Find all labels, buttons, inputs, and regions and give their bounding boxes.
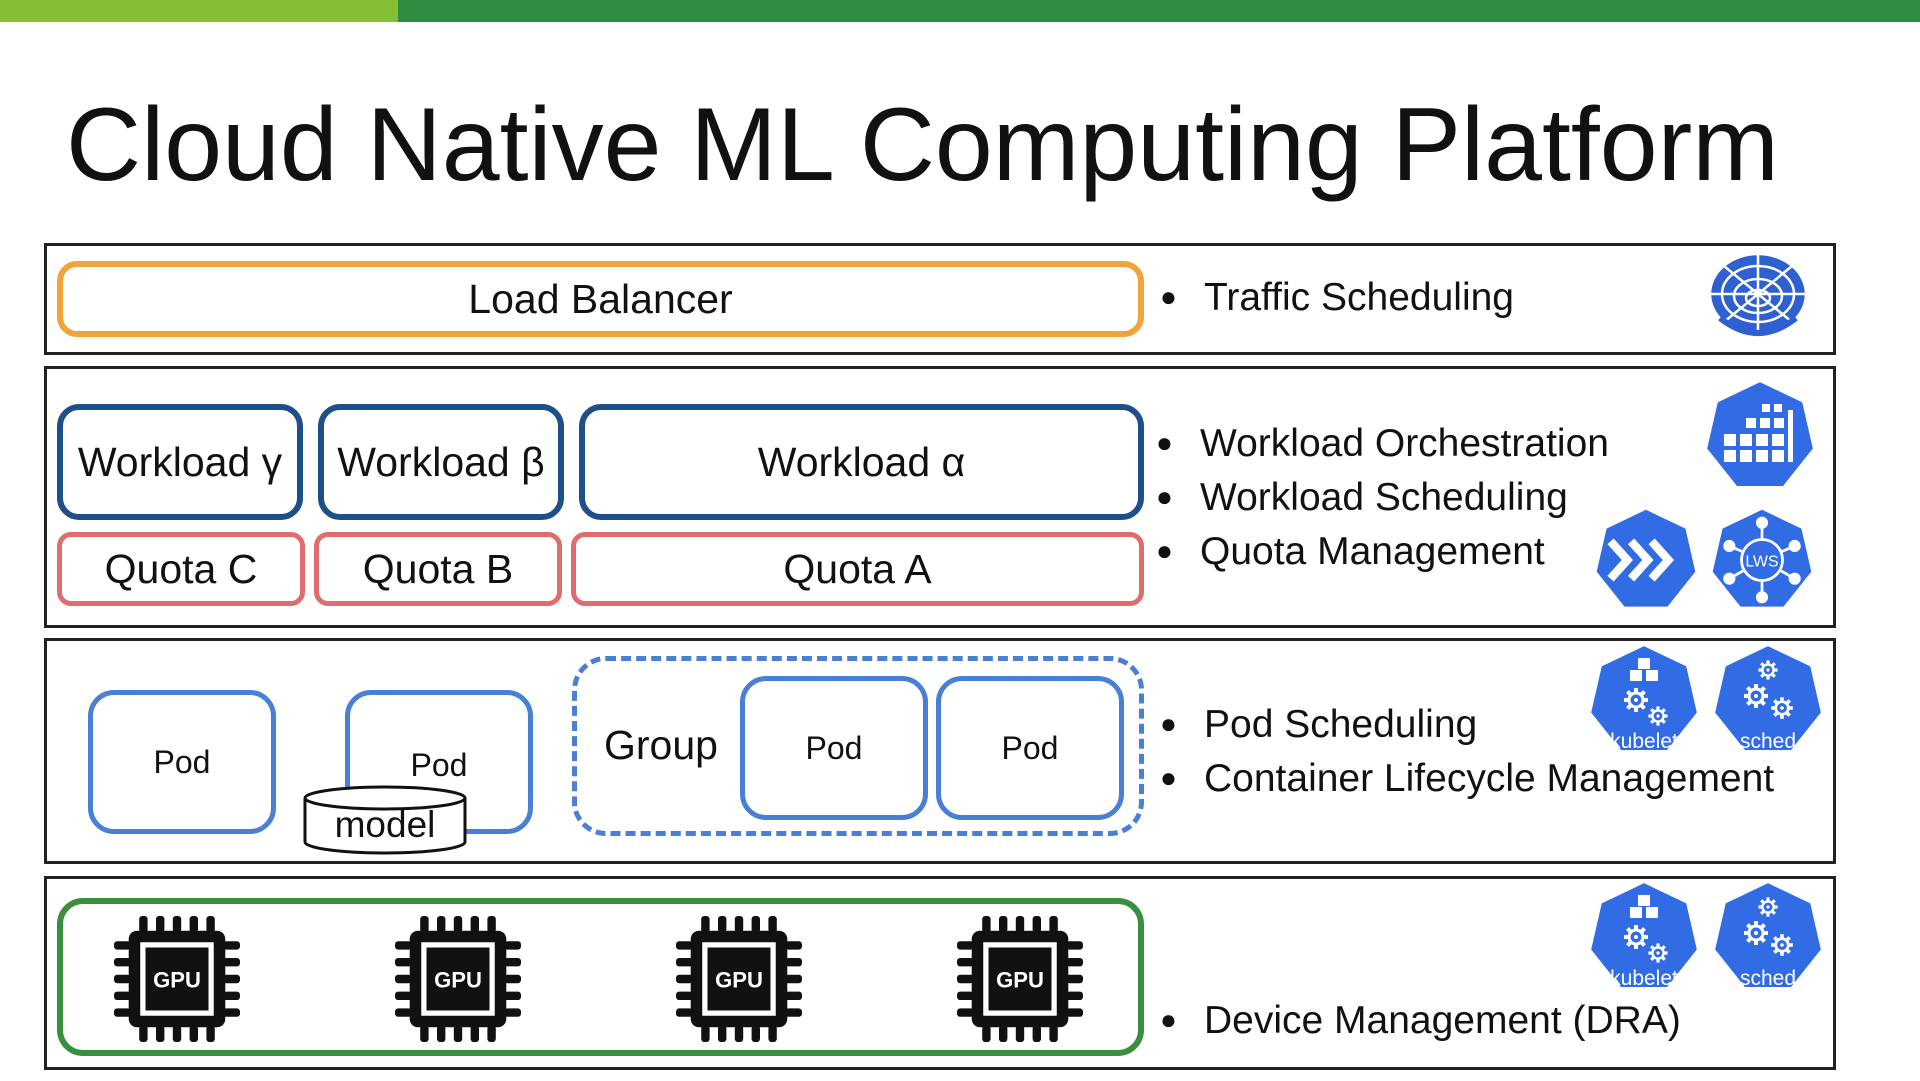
- workload-alpha-box: Workload α: [579, 404, 1144, 520]
- gpu-label: GPU: [996, 967, 1044, 992]
- scheduler-icon-label: sched: [1740, 730, 1796, 753]
- gpu-chip-icon: GPU: [114, 916, 240, 1042]
- device-bullets: Device Management (DRA): [1160, 994, 1681, 1048]
- gpu-chip-icon: GPU: [395, 916, 521, 1042]
- bullet-traffic-scheduling: Traffic Scheduling: [1160, 271, 1514, 325]
- load-balancer-box: Load Balancer: [57, 261, 1144, 337]
- gpu-label: GPU: [434, 967, 482, 992]
- top-accent-bar-highlight: [0, 0, 398, 22]
- model-label: model: [334, 804, 436, 845]
- gpu-chip-icon: GPU: [676, 916, 802, 1042]
- gpu-label: GPU: [153, 967, 201, 992]
- workload-gamma-box: Workload γ: [57, 404, 303, 520]
- bullet-workload-scheduling: Workload Scheduling: [1156, 471, 1609, 525]
- bullet-pod-scheduling: Pod Scheduling: [1160, 698, 1774, 752]
- gpu-chip-icon: GPU: [957, 916, 1083, 1042]
- scheduler-icon-label: sched: [1740, 967, 1796, 990]
- quota-c-box: Quota C: [57, 532, 305, 606]
- bullet-workload-orchestration: Workload Orchestration: [1156, 417, 1609, 471]
- top-accent-bar: [0, 0, 1920, 22]
- pod-label: Pod: [410, 747, 468, 783]
- scheduler-icon: sched: [1708, 877, 1828, 995]
- quota-b-box: Quota B: [314, 532, 562, 606]
- group-label: Group: [604, 722, 718, 768]
- kubelet-icon: kubelet: [1584, 640, 1704, 758]
- pod-group-box: [572, 656, 1144, 836]
- workload-bullets: Workload Orchestration Workload Scheduli…: [1156, 417, 1609, 578]
- volcano-icon: [1700, 376, 1820, 496]
- pod-bullets: Pod Scheduling Container Lifecycle Manag…: [1160, 698, 1774, 806]
- mesh-globe-icon: [1706, 248, 1810, 348]
- bullet-container-lifecycle: Container Lifecycle Management: [1160, 752, 1774, 806]
- group-pod-box: Pod: [936, 676, 1124, 820]
- workload-beta-box: Workload β: [318, 404, 564, 520]
- scheduler-icon: sched: [1708, 640, 1828, 758]
- gpu-label: GPU: [715, 967, 763, 992]
- kubelet-icon-label: kubelet: [1610, 967, 1678, 990]
- lws-icon: LWS: [1706, 504, 1818, 616]
- quota-a-box: Quota A: [571, 532, 1144, 606]
- model-cylinder: [302, 784, 468, 856]
- kueue-icon: [1590, 504, 1702, 616]
- lws-icon-label: LWS: [1745, 554, 1778, 571]
- traffic-bullets: Traffic Scheduling: [1160, 271, 1514, 325]
- kubelet-icon: kubelet: [1584, 877, 1704, 995]
- gpu-pool-box: [57, 898, 1144, 1056]
- pod-box: Pod: [88, 690, 276, 834]
- kubelet-icon-label: kubelet: [1610, 730, 1678, 753]
- group-pod-box: Pod: [740, 676, 928, 820]
- bullet-device-management: Device Management (DRA): [1160, 994, 1681, 1048]
- bullet-quota-management: Quota Management: [1156, 525, 1609, 579]
- page-title: Cloud Native ML Computing Platform: [66, 87, 1779, 203]
